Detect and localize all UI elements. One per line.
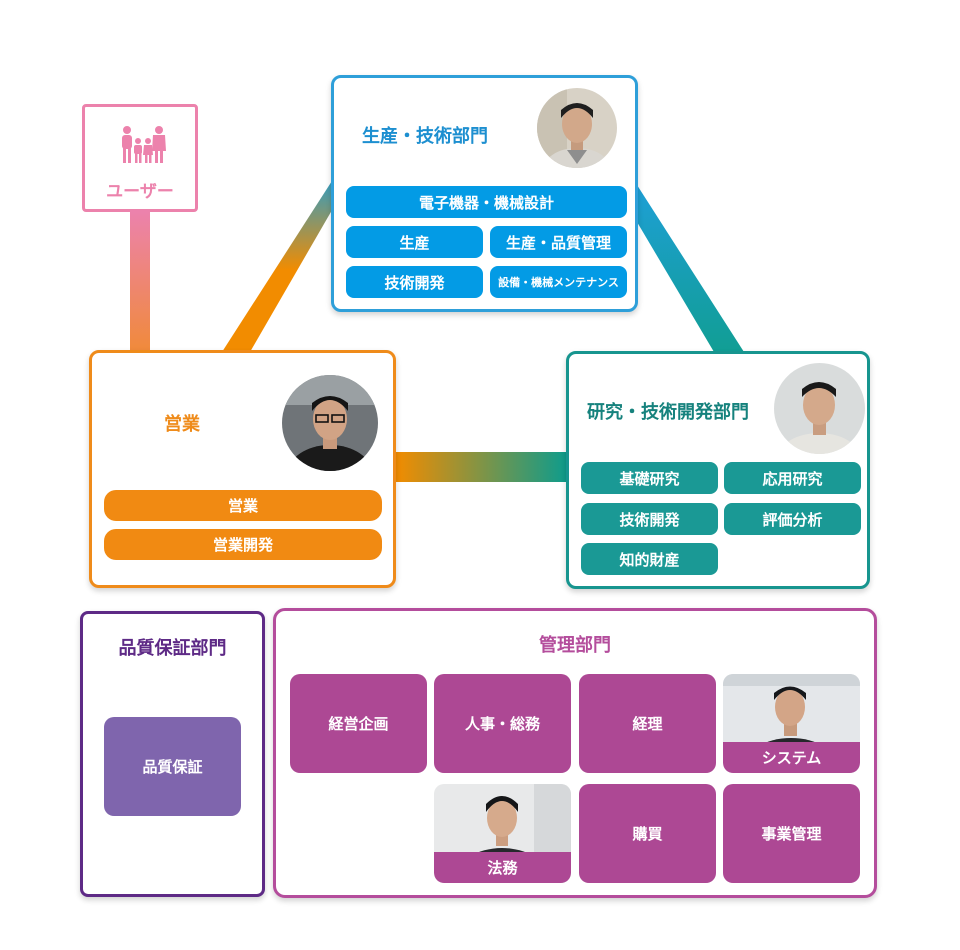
production-title: 生産・技術部門	[362, 126, 488, 147]
research-manager-avatar	[774, 363, 865, 454]
admin-item-planning: 経営企画	[290, 674, 427, 773]
research-item-applied: 応用研究	[724, 462, 861, 494]
qa-title: 品質保証部門	[118, 638, 227, 659]
connector-user-sales	[130, 212, 150, 352]
user-box: ユーザー	[82, 104, 198, 212]
sales-department-card: 営業 営業 営業開発	[89, 350, 396, 588]
sales-item-sales: 営業	[104, 490, 382, 521]
admin-title: 管理部門	[539, 635, 611, 656]
sales-manager-avatar	[282, 375, 378, 471]
admin-item-system: システム	[723, 742, 860, 773]
qa-department-card: 品質保証部門 品質保証	[80, 611, 265, 897]
research-title: 研究・技術開発部門	[587, 402, 749, 423]
sales-title: 営業	[164, 414, 200, 435]
admin-item-legal: 法務	[434, 852, 571, 883]
production-manager-avatar	[537, 88, 617, 168]
admin-item-purchasing: 購買	[579, 784, 716, 883]
admin-item-business-management: 事業管理	[723, 784, 860, 883]
connector-sales-research	[396, 452, 567, 482]
research-item-tech-dev: 技術開発	[581, 503, 718, 535]
admin-system-photo-tile: システム	[723, 674, 860, 773]
admin-legal-photo-tile: 法務	[434, 784, 571, 883]
connector-sales-production	[222, 170, 339, 352]
qa-item-quality-assurance: 品質保証	[104, 717, 241, 816]
family-icon	[122, 126, 166, 163]
production-item-maintenance: 設備・機械メンテナンス	[490, 266, 627, 298]
research-item-basic: 基礎研究	[581, 462, 718, 494]
connector-production-research	[637, 185, 744, 352]
production-item-tech-dev: 技術開発	[346, 266, 483, 298]
sales-item-sales-development: 営業開発	[104, 529, 382, 560]
admin-item-hr: 人事・総務	[434, 674, 571, 773]
production-department-card: 生産・技術部門 電子機器・機械設計 生産 生産・品質管理 技術開発 設備・機械メ…	[331, 75, 638, 312]
admin-item-accounting: 経理	[579, 674, 716, 773]
research-department-card: 研究・技術開発部門 基礎研究 応用研究 技術開発 評価分析 知的財産	[566, 351, 870, 589]
production-item-quality-control: 生産・品質管理	[490, 226, 627, 258]
admin-department-card: 管理部門 経営企画 人事・総務 経理 システム 法務 購買 事業管理	[273, 608, 877, 898]
production-item-production: 生産	[346, 226, 483, 258]
research-item-evaluation: 評価分析	[724, 503, 861, 535]
research-item-ip: 知的財産	[581, 543, 718, 575]
user-label: ユーザー	[106, 182, 174, 202]
production-item-design: 電子機器・機械設計	[346, 186, 627, 218]
